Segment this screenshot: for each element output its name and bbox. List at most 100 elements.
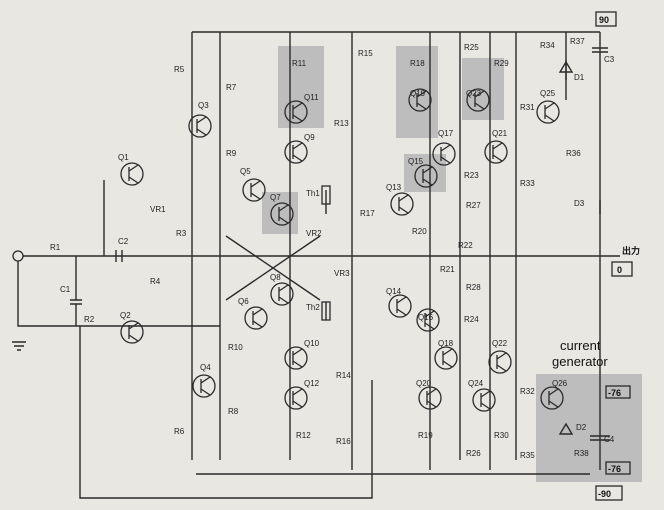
- transistor-symbol-q19: [416, 90, 427, 110]
- label-q6: Q6: [238, 297, 249, 306]
- label-r27: R27: [466, 201, 481, 210]
- input-jack: [12, 250, 24, 262]
- transistor-q21: [484, 140, 508, 164]
- vertical-bus-wires: [219, 32, 567, 470]
- label-r35: R35: [520, 451, 535, 460]
- transistor-symbol-q20: [426, 388, 437, 408]
- label-r2: R2: [84, 315, 95, 324]
- transistor-q7: [270, 202, 294, 226]
- label-q16: Q16: [418, 313, 434, 322]
- annotation-line2: generator: [552, 354, 608, 369]
- rail-box-minus76-top: [605, 385, 631, 399]
- transistor-q17: [432, 142, 456, 166]
- label-q25: Q25: [540, 89, 556, 98]
- transistor-symbol-q10: [292, 348, 303, 368]
- label-r8: R8: [228, 407, 239, 416]
- transistor-q2: [120, 320, 144, 344]
- transistor-q5: [242, 178, 266, 202]
- d2-diode: [558, 422, 574, 435]
- label-r30: R30: [494, 431, 509, 440]
- transistor-q4: [192, 374, 216, 398]
- label-r1: R1: [50, 243, 61, 252]
- label-r33: R33: [520, 179, 535, 188]
- label-r22: R22: [458, 241, 473, 250]
- transistor-symbol-q24: [480, 390, 491, 410]
- label-r17: R17: [360, 209, 375, 218]
- label-c4: C4: [604, 435, 615, 444]
- transistor-symbol-q6: [252, 308, 263, 328]
- label-r36: R36: [566, 149, 581, 158]
- label-q13: Q13: [386, 183, 402, 192]
- label-q11: Q11: [304, 93, 319, 102]
- label-q20: Q20: [416, 379, 432, 388]
- transistor-symbol-q3: [196, 116, 207, 136]
- transistor-q18: [434, 346, 458, 370]
- transistor-q22: [488, 350, 512, 374]
- transistor-q12: [284, 386, 308, 410]
- label-q8: Q8: [270, 273, 281, 282]
- output-value: 0: [617, 265, 622, 275]
- c2-capacitor: [115, 250, 123, 262]
- label-q7: Q7: [270, 193, 281, 202]
- transistor-q15: [414, 164, 438, 188]
- label-q15: Q15: [408, 157, 424, 166]
- label-th2: Th2: [306, 303, 320, 312]
- transistor-symbol-q13: [398, 194, 409, 214]
- rail-label-minus76-top: -76: [608, 388, 621, 398]
- label-r14: R14: [336, 371, 351, 380]
- label-q10: Q10: [304, 339, 320, 348]
- output-box: [611, 261, 633, 277]
- label-r7: R7: [226, 83, 237, 92]
- transistor-symbol-q12: [292, 388, 303, 408]
- transistor-q14: [388, 294, 412, 318]
- label-q24: Q24: [468, 379, 484, 388]
- rail-box-minus76-bottom: [605, 461, 631, 475]
- rail-label-negative: -90: [598, 489, 611, 499]
- transistor-symbol-q21: [492, 142, 503, 162]
- ground-wire: [17, 261, 220, 327]
- label-r6: R6: [174, 427, 185, 436]
- transistor-q19: [408, 88, 432, 112]
- rail-box-90: [595, 11, 617, 27]
- label-vr2: VR2: [306, 229, 322, 238]
- transistor-q8: [270, 282, 294, 306]
- label-r38: R38: [574, 449, 589, 458]
- label-th1: Th1: [306, 189, 320, 198]
- label-d1: D1: [574, 73, 585, 82]
- highlight-q15: [404, 154, 446, 192]
- transistor-symbol-q18: [442, 348, 453, 368]
- transistor-symbol-q11: [292, 102, 303, 122]
- label-r5: R5: [174, 65, 185, 74]
- transistor-symbol-q1: [128, 164, 139, 184]
- label-r26: R26: [466, 449, 481, 458]
- label-r34: R34: [540, 41, 555, 50]
- transistor-q23: [466, 88, 490, 112]
- transistor-symbol-q2: [128, 322, 139, 342]
- label-q2: Q2: [120, 311, 131, 320]
- label-r32: R32: [520, 387, 535, 396]
- transistor-q1: [120, 162, 144, 186]
- label-r18: R18: [410, 59, 425, 68]
- rail-label-positive: 90: [599, 15, 609, 25]
- transistor-symbol-q9: [292, 142, 303, 162]
- transistor-symbol-q23: [474, 90, 485, 110]
- transistor-symbol-q14: [396, 296, 407, 316]
- label-q26: Q26: [552, 379, 568, 388]
- d1-diode: [558, 60, 574, 80]
- label-r20: R20: [412, 227, 427, 236]
- label-r4: R4: [150, 277, 161, 286]
- transistor-symbol-q25: [544, 102, 555, 122]
- transistor-q25: [536, 100, 560, 124]
- feedback-wire: [79, 326, 373, 499]
- label-r25: R25: [464, 43, 479, 52]
- transistor-symbol-q7: [278, 204, 289, 224]
- label-d3: D3: [574, 199, 585, 208]
- label-r37: R37: [570, 37, 585, 46]
- highlight-q19: [396, 46, 438, 138]
- label-r19: R19: [418, 431, 433, 440]
- label-q3: Q3: [198, 101, 209, 110]
- driver-bus-wires: [289, 32, 491, 470]
- label-d2: D2: [576, 423, 587, 432]
- transistor-symbol-q8: [278, 284, 289, 304]
